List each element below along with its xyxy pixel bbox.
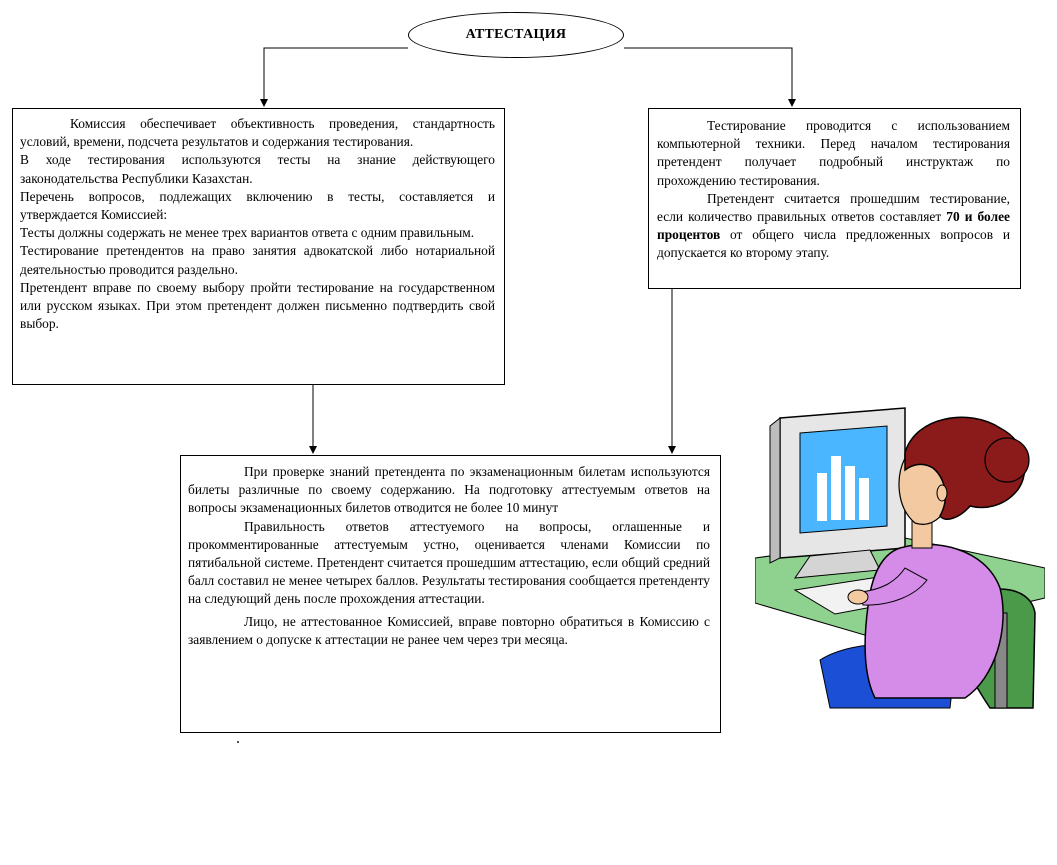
arrowhead-bottom-left [309,446,317,454]
left-paragraph-3: Перечень вопросов, подлежащих включению … [20,188,495,223]
screen-bar-4 [859,478,869,520]
diagram-title: АТТЕСТАЦИЯ [465,27,567,42]
left-paragraph-1: Комиссия обеспечивает объективность пров… [20,116,495,150]
connector-oval-to-right [624,47,793,100]
left-info-box: Комиссия обеспечивает объективность пров… [12,108,505,385]
bottom-paragraph-2: Правильность ответов аттестуемого на воп… [188,518,710,607]
screen-bar-1 [817,473,827,521]
hand [847,589,869,605]
woman-at-computer-icon [755,407,1045,709]
monitor-screen [799,425,888,534]
monitor-side [769,416,781,564]
pass-threshold: 70 и более процентов [657,209,1010,243]
arrowhead-left [260,99,268,107]
bottom-info-box: При проверке знаний претендента по экзам… [180,455,721,733]
ear [936,484,948,502]
bottom-paragraph-1: При проверке знаний претендента по экзам… [188,464,710,516]
screen-bar-3 [845,466,855,520]
connector-oval-to-left [263,47,408,100]
bottom-paragraph-3: Лицо, не аттестованное Комиссией, вправе… [188,613,710,647]
right-info-box: Тестирование проводится с использованием… [648,108,1021,289]
stray-dot [237,741,239,743]
hair-bun [984,437,1030,483]
left-paragraph-4: Тесты должны содержать не менее трех вар… [20,225,475,241]
arrowhead-bottom-right [668,446,676,454]
left-paragraph-5: Тестирование претендентов на право занят… [20,243,495,277]
arm [859,567,928,606]
left-paragraph-2: В ходе тестирования используются тесты н… [20,152,495,186]
arrowhead-right [788,99,796,107]
right-paragraph-2-start: Претендент считается прошедшим тестирова… [657,190,1010,225]
screen-bar-2 [831,456,841,520]
right-paragraph-2: Претендент считается прошедшим тестирова… [657,190,1010,263]
title-oval: АТТЕСТАЦИЯ [408,12,624,58]
left-paragraph-6: Претендент вправе по своему выбору пройт… [20,279,495,332]
torso [864,543,1004,699]
right-paragraph-1: Тестирование проводится с использованием… [657,118,1010,188]
right-paragraph-2-end: от общего числа предложенных вопросов и … [657,227,1010,261]
